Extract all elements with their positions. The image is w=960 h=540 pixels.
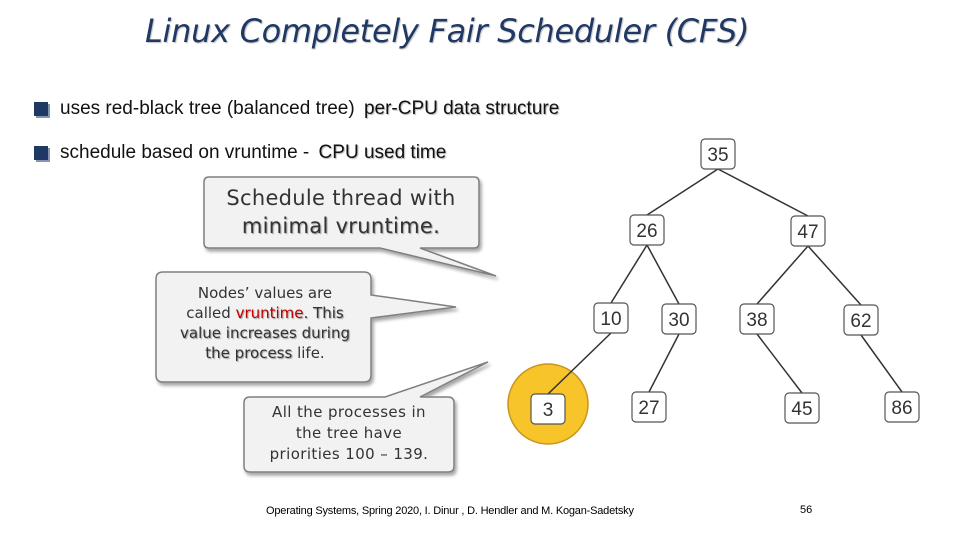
tree-edge-n26-n10 xyxy=(610,244,648,304)
tree-node-box xyxy=(784,392,820,424)
tree-node-47: 47 xyxy=(790,215,826,247)
bullet-square-icon xyxy=(34,146,48,160)
callout-schedule-bubble xyxy=(203,176,497,277)
callout-nodes-line4b: life. xyxy=(292,344,325,362)
callout-processes-text: All the processes in the tree have prior… xyxy=(246,402,452,465)
bullet-2: schedule based on vruntime - CPU used ti… xyxy=(34,142,446,164)
tree-edge-n30-n27 xyxy=(648,333,680,393)
footer-citation: Operating Systems, Spring 2020, I. Dinur… xyxy=(266,505,634,517)
tree-node-35: 35 xyxy=(700,138,736,170)
callout-nodes-line2c: . This xyxy=(303,304,344,322)
bullet-1-text: uses red-black tree (balanced tree) xyxy=(60,98,360,119)
tree-node-value: 26 xyxy=(636,221,657,242)
tree-edge-n47-n38 xyxy=(756,245,809,305)
tree-node-box xyxy=(631,391,667,423)
tree-node-box xyxy=(790,215,826,247)
bullet-square-icon xyxy=(34,102,48,116)
tree-edge-n38-n45 xyxy=(756,333,803,394)
tree-node-value: 10 xyxy=(600,309,621,330)
tree-node-value: 86 xyxy=(891,398,912,419)
bullet-1-emphasis: per-CPU data structure xyxy=(363,98,560,119)
tree-node-box xyxy=(884,391,920,423)
tree-node-38: 38 xyxy=(739,303,775,335)
callout-processes-line1: All the processes in xyxy=(272,403,426,421)
callout-nodes-line4a: the process xyxy=(205,344,293,362)
tree-node-27: 27 xyxy=(631,391,667,423)
bullet-1: uses red-black tree (balanced tree) per-… xyxy=(34,98,559,120)
callout-schedule-line1: Schedule thread with xyxy=(226,186,456,210)
tree-node-45: 45 xyxy=(784,392,820,424)
callout-schedule-line2: minimal vruntime. xyxy=(241,214,441,238)
tree-node-value: 47 xyxy=(797,222,818,243)
tree-node-26: 26 xyxy=(629,214,665,246)
tree-node-value: 3 xyxy=(543,400,554,421)
slide-title: Linux Completely Fair Scheduler (CFS) xyxy=(145,12,750,50)
tree-node-box xyxy=(593,302,629,334)
tree-node-box xyxy=(629,214,665,246)
tree-node-3: 3 xyxy=(530,393,566,425)
callout-processes-line3: priorities 100 – 139. xyxy=(269,445,429,463)
tree-node-value: 38 xyxy=(746,310,767,331)
tree-node-value: 30 xyxy=(668,310,689,331)
callout-nodes-line2a: called xyxy=(186,304,236,322)
bullet-2-text: schedule based on vruntime - xyxy=(60,142,315,163)
tree-node-box xyxy=(530,393,566,425)
tree-node-box xyxy=(700,138,736,170)
tree-edge-n35-n47 xyxy=(717,168,809,217)
tree-node-10: 10 xyxy=(593,302,629,334)
tree-node-value: 27 xyxy=(638,398,659,419)
tree-node-value: 45 xyxy=(791,399,812,420)
tree-edge-n10-n3 xyxy=(547,332,612,395)
tree-edge-n47-n62 xyxy=(807,245,862,306)
tree-node-box xyxy=(661,303,697,335)
tree-node-62: 62 xyxy=(843,304,879,336)
tree-edges xyxy=(547,168,903,395)
tree-node-30: 30 xyxy=(661,303,697,335)
vruntime-term: vruntime xyxy=(235,304,304,322)
page-number: 56 xyxy=(800,504,813,516)
callout-nodes-line1: Nodes’ values are xyxy=(197,284,333,302)
callout-nodes-bubble xyxy=(155,271,457,383)
callout-nodes-text: Nodes’ values are called vruntime. This … xyxy=(160,283,370,363)
bullet-2-emphasis: CPU used time xyxy=(318,142,447,163)
tree-edge-n62-n86 xyxy=(860,334,903,393)
callout-processes-bubble xyxy=(243,361,489,473)
tree-node-value: 35 xyxy=(707,145,728,166)
callout-processes-line2: the tree have xyxy=(295,424,403,442)
callout-nodes-line3: value increases during xyxy=(180,324,350,342)
tree-nodes: 35 26 47 10 30 38 62 3 27 45 86 xyxy=(530,138,920,425)
tree-node-box xyxy=(739,303,775,335)
callout-schedule-text: Schedule thread with minimal vruntime. xyxy=(206,184,476,240)
tree-node-box xyxy=(843,304,879,336)
tree-node-86: 86 xyxy=(884,391,920,423)
tree-node-value: 62 xyxy=(850,311,871,332)
tree-edge-n35-n26 xyxy=(646,168,719,216)
callout-nodes-line2: called vruntime. This xyxy=(160,303,370,323)
tree-edge-n26-n30 xyxy=(646,244,680,305)
callout-nodes-line4: the process life. xyxy=(160,343,370,363)
